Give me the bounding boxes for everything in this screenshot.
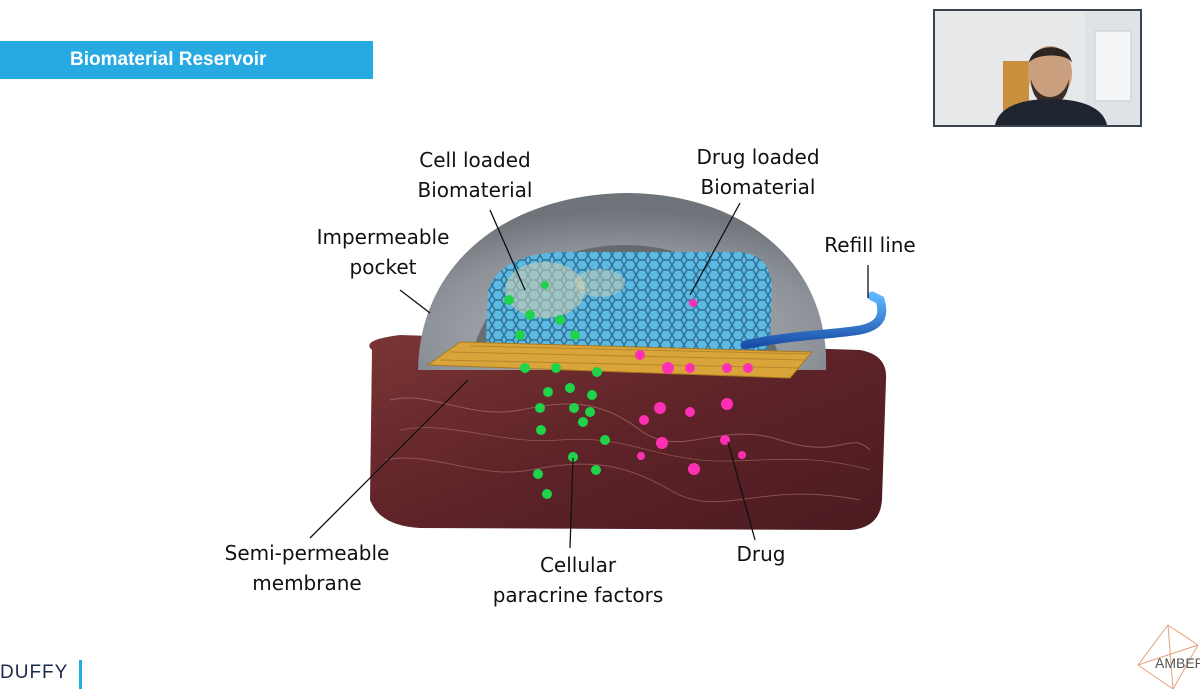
impermeable-pocket-label: Impermeable pocket [300,222,466,282]
drug-loaded-line2: Biomaterial [700,175,816,199]
impermeable-line1: Impermeable [316,225,450,249]
cellular-line1: Cellular [539,553,617,577]
refill-line-tube [740,291,887,350]
tissue-block [369,335,887,530]
semi-line1: Semi-permeable [224,541,390,565]
presenter-image [935,11,1140,125]
cellular-line2: paracrine factors [492,583,664,607]
refill-line-label: Refill line [824,233,916,257]
logo-divider [79,660,82,689]
drug-particles [635,299,753,475]
slide-title: Biomaterial Reservoir [70,49,267,70]
cell-loaded-line1: Cell loaded [419,148,531,172]
presenter-video-thumbnail[interactable] [933,9,1142,127]
drug-loaded-label: Drug loaded Biomaterial [683,142,833,202]
cellular-factors-label: Cellular paracrine factors [478,550,678,610]
amber-logo-text: AMBER [1155,655,1200,671]
slide-title-bar: Biomaterial Reservoir [0,41,373,79]
leader-lines [309,202,869,549]
cell-loaded-line2: Biomaterial [417,178,533,202]
biomaterial-scaffold [486,252,772,357]
duffy-lab-logo: DUFFY [0,662,69,683]
semi-line2: membrane [252,571,362,595]
drug-label: Drug [736,542,786,566]
cell-loaded-label: Cell loaded Biomaterial [400,145,550,205]
drug-loaded-line1: Drug loaded [696,145,820,169]
cellular-factor-particles [504,281,610,499]
semi-permeable-label: Semi-permeable membrane [212,538,402,598]
impermeable-line2: pocket [349,255,417,279]
amber-logo-mark [1137,624,1199,689]
